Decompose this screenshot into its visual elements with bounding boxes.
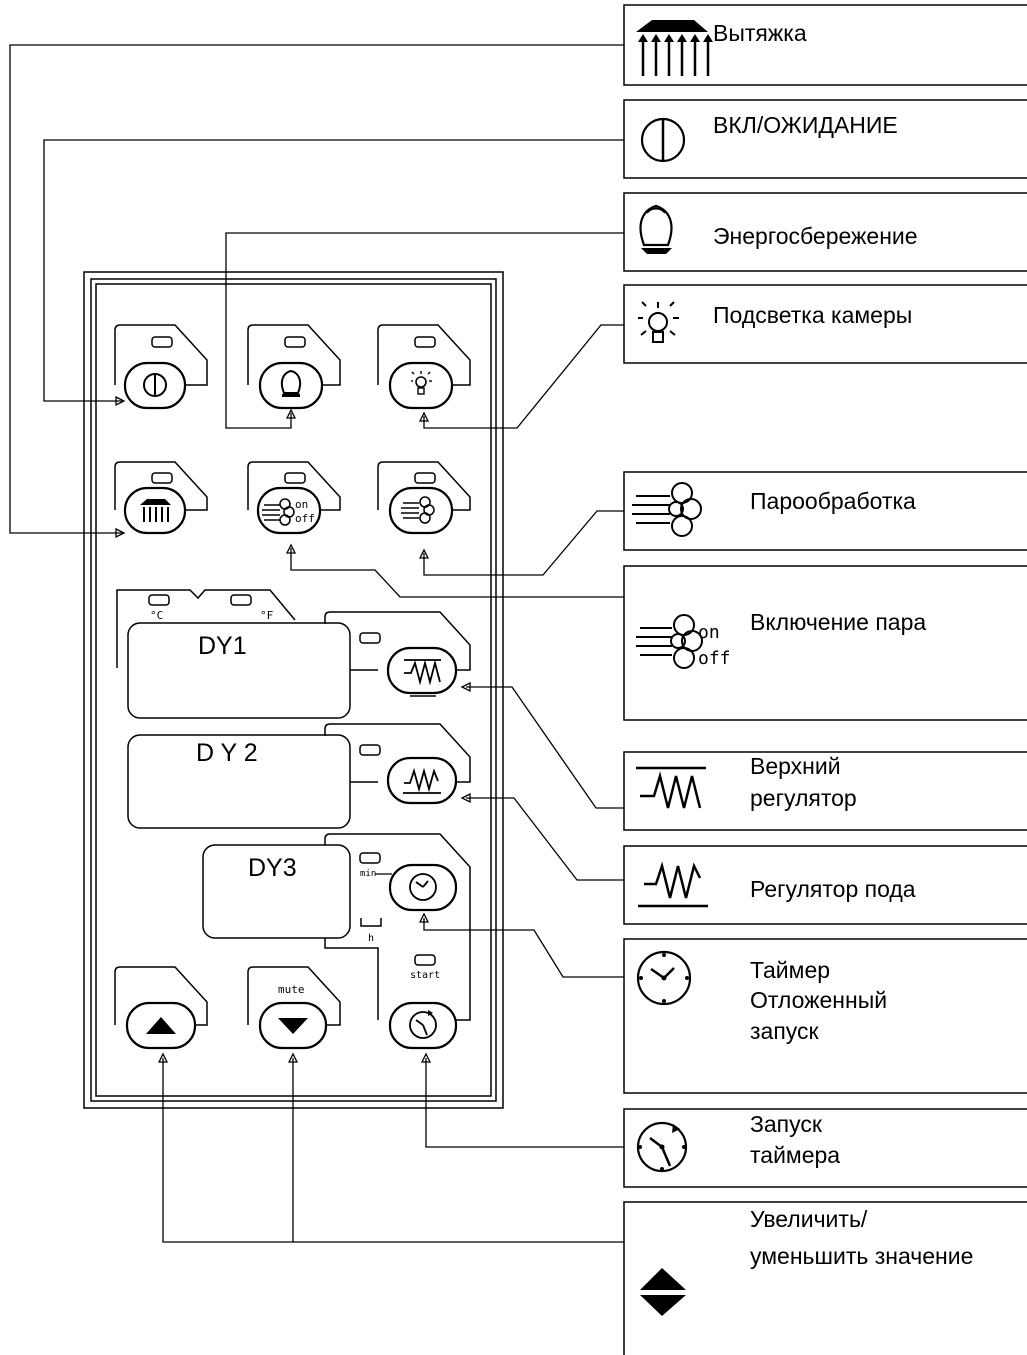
legend-box-timer: Таймер Отложенный запуск <box>623 938 1027 1094</box>
clock-start-icon <box>409 1010 437 1039</box>
display-dy1-label: DY1 <box>198 632 247 660</box>
display-dy1-group: °C °F DY1 <box>116 589 351 719</box>
top-heater-button[interactable] <box>324 611 471 697</box>
timer-start-button[interactable]: start <box>388 954 458 1050</box>
legend-label-top-reg-1: Верхний <box>750 753 841 779</box>
hood-button[interactable] <box>114 461 208 535</box>
light-button[interactable] <box>377 324 471 410</box>
steam-button[interactable] <box>377 461 471 535</box>
hood-icon <box>140 499 171 522</box>
up-button[interactable] <box>114 966 208 1050</box>
start-label: start <box>410 970 440 981</box>
clock-icon <box>409 873 437 901</box>
bottom-heater-button[interactable] <box>324 723 471 805</box>
legend-label-eco: Энергосбережение <box>713 223 918 249</box>
power-icon <box>143 373 167 397</box>
unit-c: °C <box>150 609 163 622</box>
legend-box-power: ВКЛ/ОЖИДАНИЕ <box>623 99 1027 179</box>
display-dy2-label: D Y 2 <box>196 739 258 767</box>
on-text: on <box>295 498 308 511</box>
steam-on-off-icon: on off <box>262 498 315 526</box>
legend-label-steam-on: Включение пара <box>750 609 926 635</box>
legend-label-light: Подсветка камеры <box>713 302 912 328</box>
h-label: h <box>368 933 374 944</box>
unit-f: °F <box>260 609 273 622</box>
down-button[interactable]: mute <box>247 966 341 1050</box>
legend-label-timer-1: Таймер <box>750 957 830 983</box>
bottom-heater-icon <box>403 767 441 794</box>
power-icon <box>640 117 686 163</box>
eco-button[interactable] <box>247 324 341 410</box>
hood-icon <box>636 20 713 76</box>
fahrenheit-led <box>230 594 252 606</box>
legend-box-up-down: Увеличить/ уменьшить значение <box>623 1201 1027 1355</box>
legend-label-updown-2: уменьшить значение <box>750 1243 973 1269</box>
arrow-up-icon <box>146 1017 176 1034</box>
display-dy2-group: D Y 2 <box>127 734 351 829</box>
light-bulb-icon <box>638 301 679 343</box>
steam-on-off-icon: on off <box>636 614 731 669</box>
mute-label: mute <box>278 983 305 996</box>
start-led <box>414 954 436 966</box>
legend-label-timer-start-2: таймера <box>750 1142 840 1168</box>
bottom-heater-icon <box>638 861 708 908</box>
clock-icon <box>636 950 692 1006</box>
display-dy3 <box>202 844 351 939</box>
arrow-down-icon <box>278 1018 308 1034</box>
leader-lines <box>9 44 624 1243</box>
min-label: min <box>360 869 376 879</box>
clock-start-icon <box>636 1121 688 1173</box>
legend-box-light: Подсветка камеры <box>623 284 1027 364</box>
eco-icon <box>280 369 302 397</box>
top-heater-icon <box>636 766 706 809</box>
legend-box-top-regulator: Верхний регулятор <box>623 751 1027 831</box>
steam-on-off-button[interactable]: on off <box>247 461 341 535</box>
legend-label-timer-start-1: Запуск <box>750 1111 823 1137</box>
legend-box-timer-start: Запуск таймера <box>623 1108 1027 1188</box>
min-led <box>359 852 381 864</box>
legend-label-timer-3: запуск <box>750 1018 820 1044</box>
on-text: on <box>698 622 720 643</box>
legend-box-bottom-regulator: Регулятор пода <box>623 845 1027 925</box>
legend-label-updown-1: Увеличить/ <box>750 1206 868 1232</box>
legend-box-eco: Энергосбережение <box>623 192 1027 272</box>
legend-label-steam: Пароoбработка <box>750 488 916 514</box>
celsius-led <box>148 594 170 606</box>
steam-icon <box>632 482 702 537</box>
off-text: off <box>698 648 731 669</box>
display-dy3-label: DY3 <box>248 854 297 882</box>
h-led <box>360 918 382 927</box>
eco-icon <box>639 204 673 254</box>
off-text: off <box>295 512 315 525</box>
legend-label-power: ВКЛ/ОЖИДАНИЕ <box>713 112 898 138</box>
legend-box-steam: Пароoбработка <box>623 471 1027 551</box>
legend-box-steam-on: on off Включение пара <box>623 565 1027 721</box>
legend-label-bottom-reg: Регулятор пода <box>750 876 916 902</box>
steam-icon <box>401 496 435 524</box>
legend-label-hood: Вытяжка <box>713 20 807 46</box>
legend-box-hood: Вытяжка <box>623 4 1027 86</box>
power-button[interactable] <box>114 324 208 410</box>
display-dy3-group: DY3 <box>202 844 351 939</box>
legend-label-top-reg-2: регулятор <box>750 785 857 811</box>
legend-label-timer-2: Отложенный <box>750 987 887 1013</box>
light-bulb-icon <box>411 371 432 395</box>
top-heater-icon <box>404 659 441 686</box>
timer-button[interactable]: min h <box>324 833 471 1021</box>
arrow-up-down-icon <box>640 1268 686 1316</box>
